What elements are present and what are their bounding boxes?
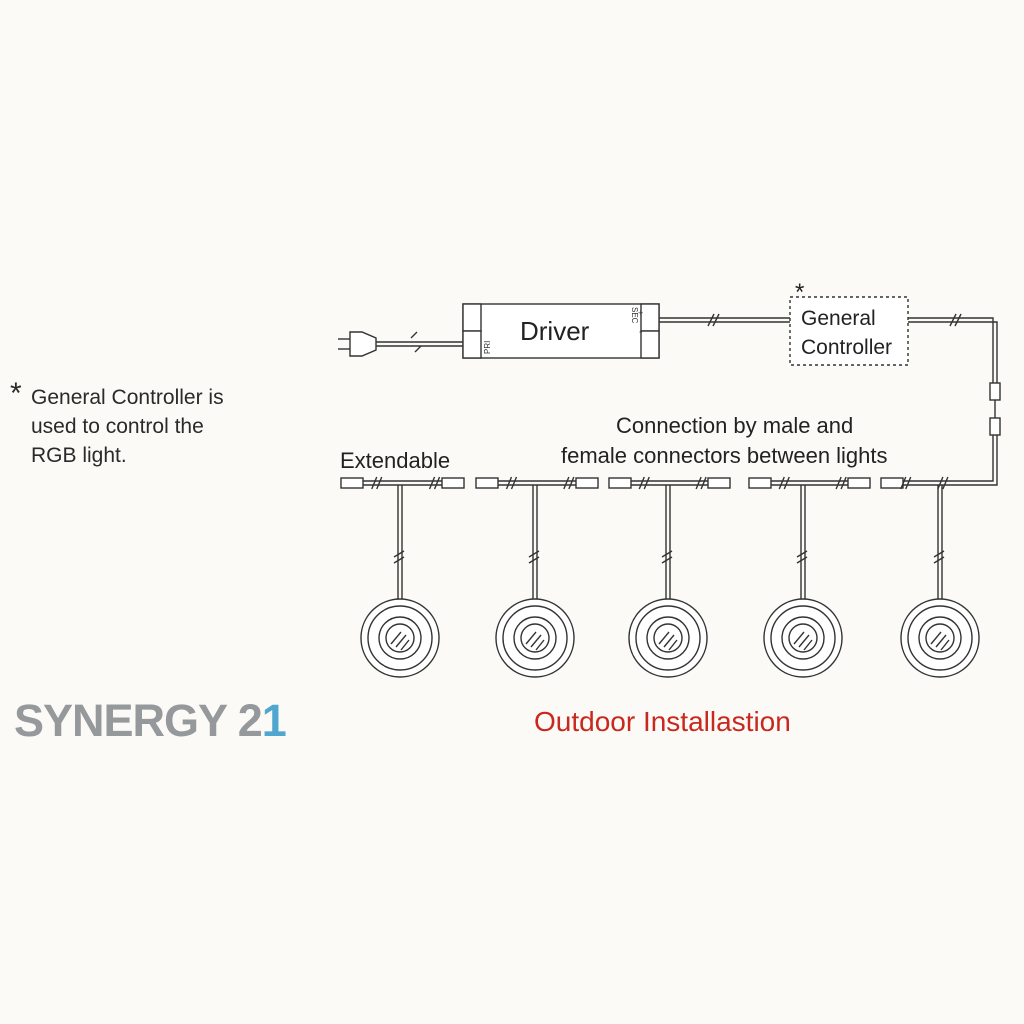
light-fixture (900, 485, 980, 678)
connection-label-line1: Connection by male and (616, 413, 853, 438)
glass-hatch-icon (793, 631, 813, 651)
cable-break-mark (528, 550, 540, 564)
power-plug-icon (338, 331, 463, 357)
light-lens (646, 616, 690, 660)
light-lens (781, 616, 825, 660)
glass-hatch-icon (930, 631, 950, 651)
bus-segment (748, 476, 871, 490)
cable-break-mark (393, 550, 405, 564)
light-fixture (763, 485, 843, 678)
male-connector (989, 382, 1001, 401)
extendable-label: Extendable (340, 448, 450, 473)
controller-footnote: * General Controller is used to control … (10, 379, 270, 470)
cable-break-mark (778, 476, 847, 490)
male-connector (847, 477, 871, 489)
light-fixture (360, 485, 440, 678)
controller-asterisk: * (795, 279, 804, 306)
light-bus-cable (340, 476, 960, 490)
controller-label-line2: Controller (801, 336, 892, 359)
light-fixture (495, 485, 575, 678)
sec-plus-minus: + (638, 308, 643, 318)
light-lens (513, 616, 557, 660)
diagram-title: Outdoor Installastion (534, 706, 791, 737)
cable-break-mark (933, 550, 945, 564)
light-outer-ring (763, 598, 843, 678)
light-outer-ring (900, 598, 980, 678)
female-connector (340, 477, 364, 489)
driver-box (462, 303, 660, 359)
light-lens (918, 616, 962, 660)
female-connector (748, 477, 772, 489)
bus-segment (608, 476, 731, 490)
light-glass (520, 623, 550, 653)
light-rim (635, 605, 701, 671)
logo-digit-2: 2 (237, 695, 263, 746)
footnote-line-3: RGB light. (31, 444, 127, 467)
female-connector (989, 417, 1001, 436)
cable-controller-to-lights (908, 313, 1001, 486)
light-outer-ring (495, 598, 575, 678)
bus-segment (880, 476, 960, 490)
light-glass (788, 623, 818, 653)
glass-hatch-icon (390, 631, 410, 651)
light-outer-ring (360, 598, 440, 678)
bus-segment (475, 476, 599, 490)
footnote-line-1: General Controller is (31, 386, 224, 409)
footnote-asterisk: * (10, 377, 22, 410)
logo-digit-1: 1 (261, 695, 287, 746)
light-glass (653, 623, 683, 653)
light-glass (925, 623, 955, 653)
cable-break-mark (661, 550, 673, 564)
light-outer-ring (628, 598, 708, 678)
cable-break-mark (638, 476, 707, 490)
light-rim (502, 605, 568, 671)
glass-hatch-icon (525, 631, 545, 651)
cable-driver-to-controller (659, 313, 790, 327)
light-rim (907, 605, 973, 671)
cable-break-mark (371, 476, 441, 490)
synergy21-logo: SYNERGY 21 (14, 695, 287, 747)
male-connector (441, 477, 465, 489)
female-connector (475, 477, 499, 489)
sec-minus: - (639, 327, 642, 338)
light-glass (385, 623, 415, 653)
driver-label: Driver (520, 316, 590, 346)
light-fixture (628, 485, 708, 678)
general-controller-box (789, 296, 909, 366)
lights-group (360, 485, 980, 678)
cable-break-mark (796, 550, 808, 564)
connection-label-line2: female connectors between lights (561, 443, 888, 468)
logo-word: SYNERGY (14, 695, 227, 746)
female-connector (608, 477, 632, 489)
male-connector (707, 477, 731, 489)
cable-break-mark (505, 476, 575, 490)
male-connector (575, 477, 599, 489)
light-lens (378, 616, 422, 660)
glass-hatch-icon (658, 631, 678, 651)
footnote-line-2: used to control the (31, 415, 204, 438)
cable-break-mark (900, 476, 949, 490)
controller-label-line1: General (801, 307, 876, 330)
female-connector (880, 477, 904, 489)
light-rim (367, 605, 433, 671)
sec-label: SEC (630, 307, 639, 324)
light-rim (770, 605, 836, 671)
pri-label: PRI (483, 341, 492, 354)
